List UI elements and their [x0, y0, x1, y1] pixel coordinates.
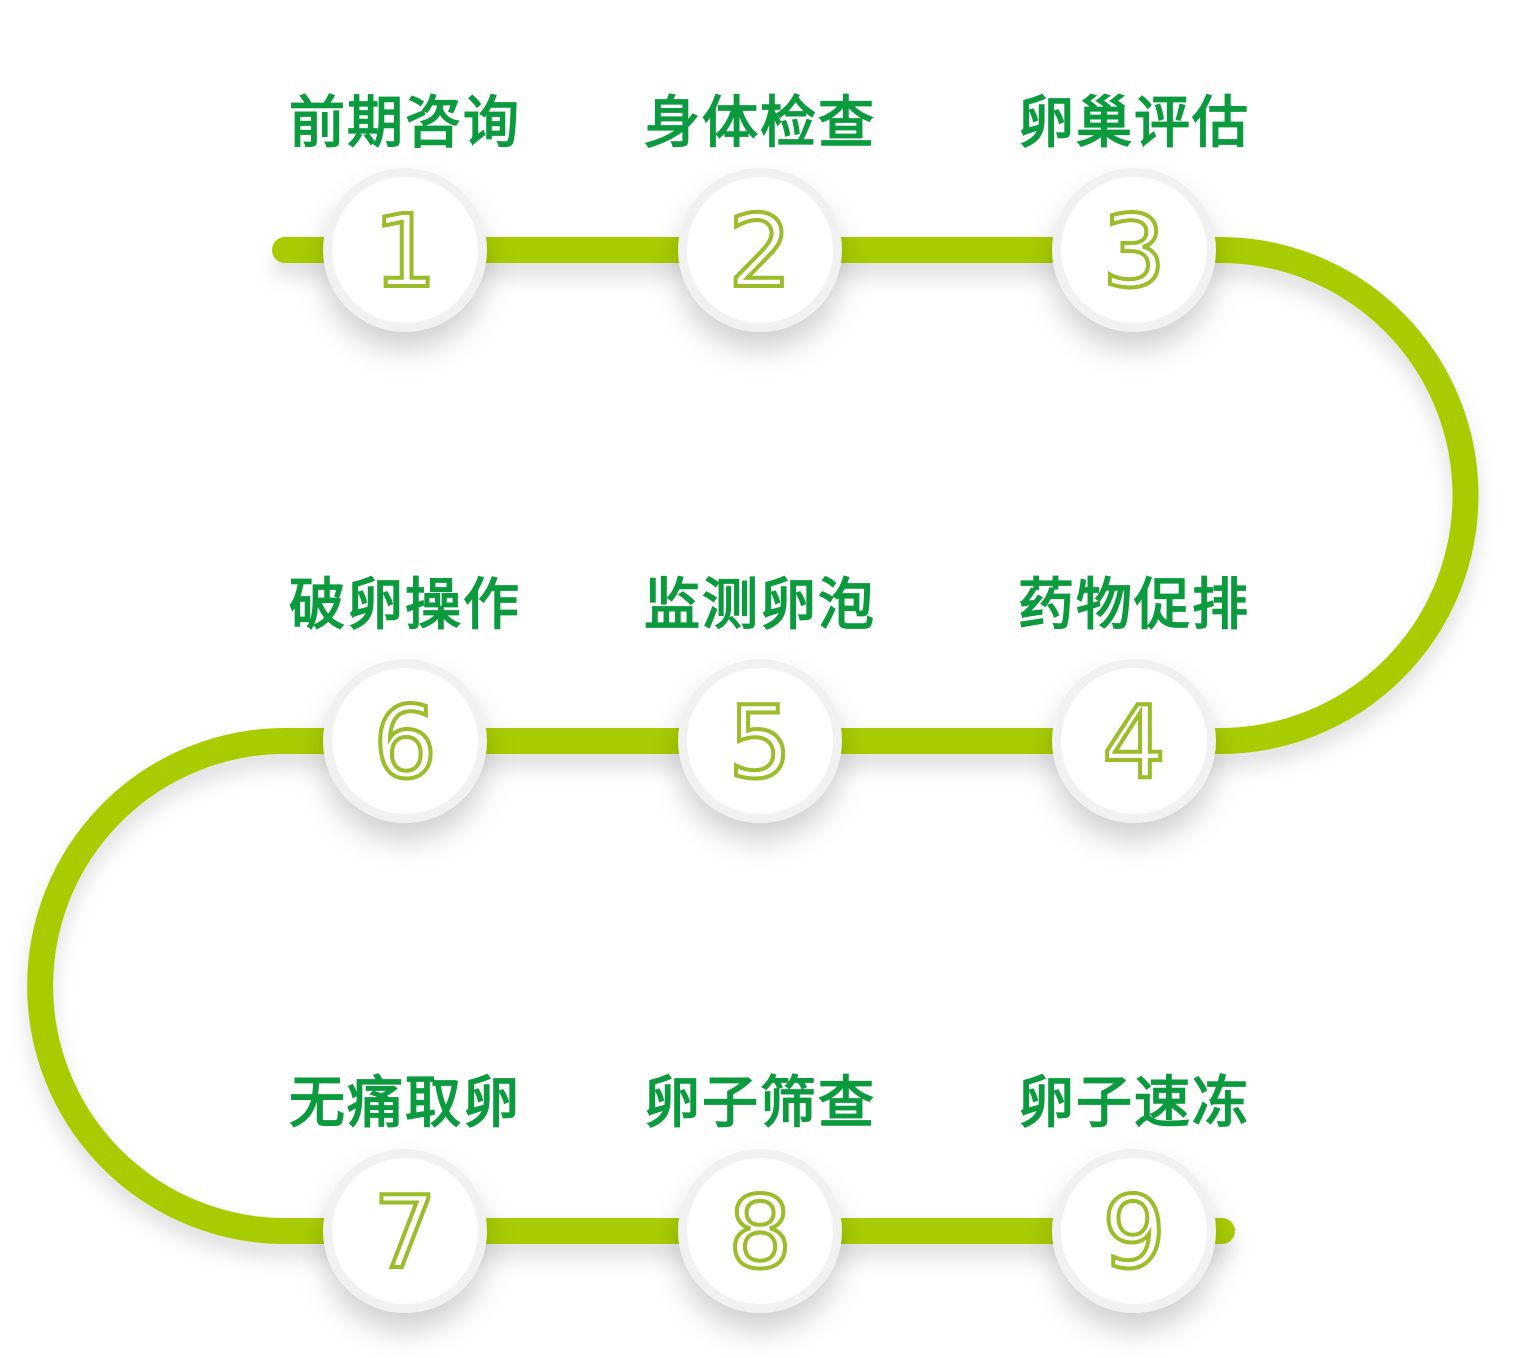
step-node-8: 8: [678, 1149, 842, 1313]
step-circle: [332, 668, 478, 814]
step-label: 身体检查: [644, 91, 876, 156]
step-number: 6: [373, 684, 437, 801]
step-node-1: 1: [323, 168, 487, 332]
step-label: 前期咨询: [289, 91, 521, 156]
step-label: 无痛取卵: [289, 1071, 521, 1136]
step-node-4: 4: [1052, 659, 1216, 823]
step-circle: [1061, 668, 1207, 814]
step-number: 9: [1102, 1174, 1166, 1291]
step-node-3: 3: [1052, 168, 1216, 332]
step-label: 药物促排: [1018, 573, 1250, 638]
step-node-6: 6: [323, 659, 487, 823]
step-circle: [687, 668, 833, 814]
step-label: 卵子速冻: [1018, 1071, 1250, 1136]
step-label: 卵巢评估: [1018, 91, 1250, 156]
step-label: 卵子筛查: [644, 1071, 876, 1136]
step-circle: [332, 177, 478, 323]
step-node-2: 2: [678, 168, 842, 332]
step-number: 8: [728, 1174, 792, 1291]
step-label: 监测卵泡: [644, 573, 876, 638]
step-number: 7: [373, 1174, 437, 1291]
step-number: 1: [373, 193, 437, 310]
step-circle: [687, 1158, 833, 1304]
step-number: 3: [1102, 193, 1166, 310]
step-number: 2: [728, 193, 792, 310]
step-node-7: 7: [323, 1149, 487, 1313]
step-circle: [332, 1158, 478, 1304]
step-circle: [1061, 177, 1207, 323]
step-node-9: 9: [1052, 1149, 1216, 1313]
step-number: 5: [728, 684, 792, 801]
step-number: 4: [1102, 684, 1166, 801]
step-circle: [1061, 1158, 1207, 1304]
step-label: 破卵操作: [289, 573, 521, 638]
step-node-5: 5: [678, 659, 842, 823]
step-circle: [687, 177, 833, 323]
